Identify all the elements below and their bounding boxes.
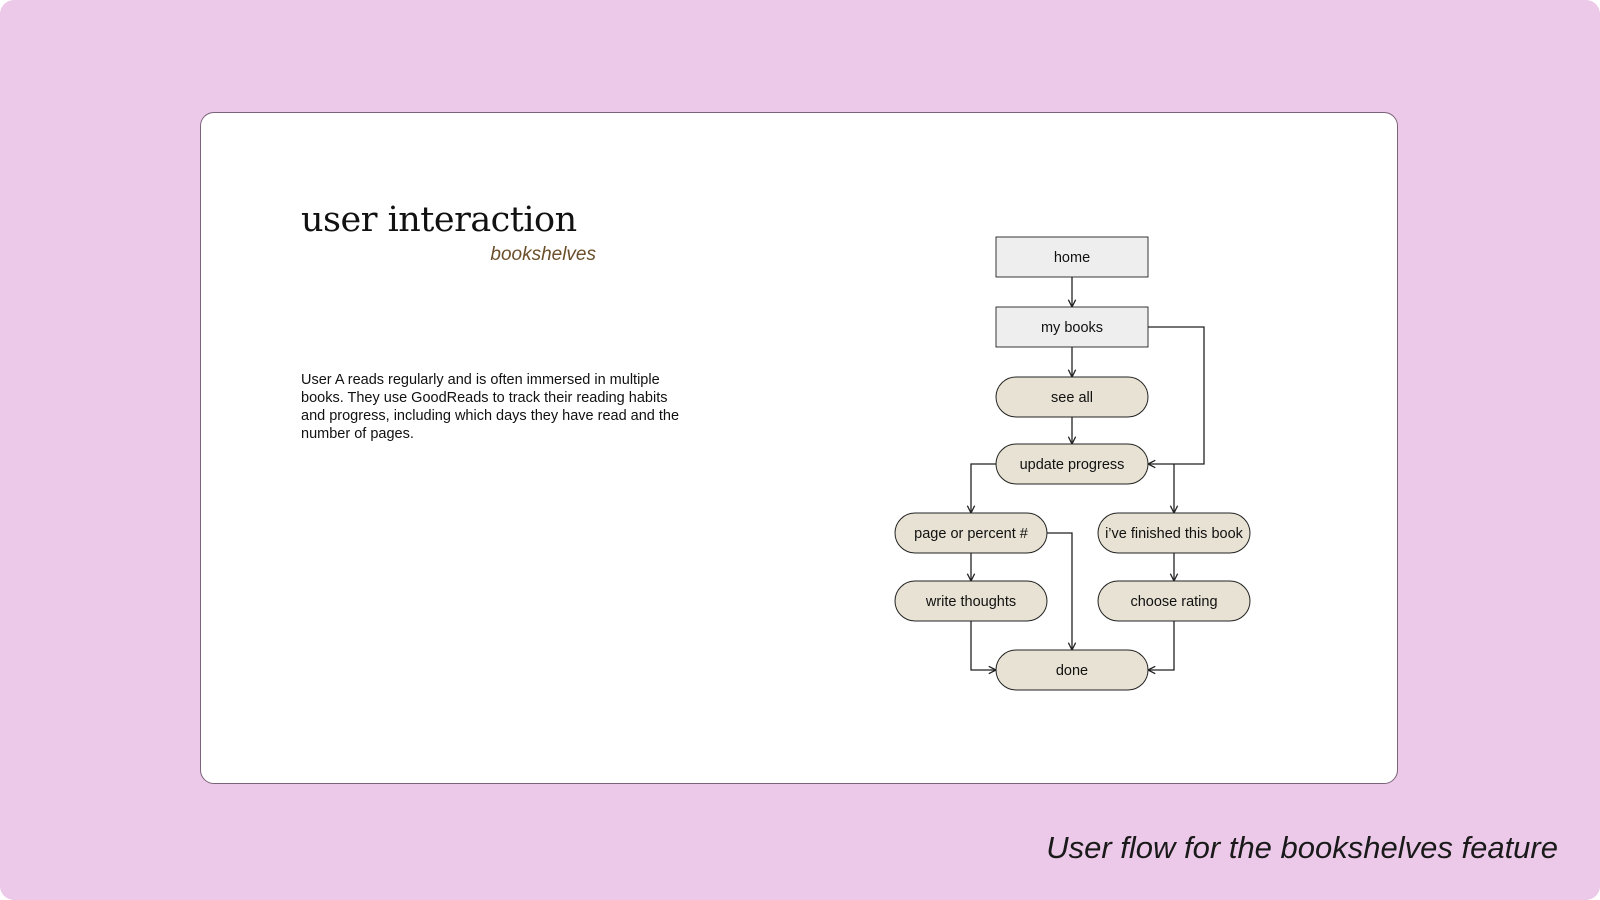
flow-node-shape-finished-book (1097, 512, 1251, 554)
flow-node-label-write-thoughts: write thoughts (925, 594, 1016, 610)
flow-node-see-all: see all (995, 376, 1149, 418)
flow-edge-page-or-percent-to-done (1047, 532, 1072, 650)
flow-node-write-thoughts: write thoughts (894, 580, 1048, 622)
flow-node-done: done (995, 649, 1149, 691)
flow-node-label-done: done (1056, 663, 1088, 679)
flow-node-label-choose-rating: choose rating (1130, 594, 1217, 610)
flow-edge-write-thoughts-to-done (970, 621, 996, 670)
flow-node-shape-update-progress (995, 443, 1149, 485)
flow-node-shape-choose-rating (1097, 580, 1251, 622)
flow-node-my-books: my books (995, 306, 1149, 348)
flow-node-shape-page-or-percent (894, 512, 1048, 554)
flow-node-choose-rating: choose rating (1097, 580, 1251, 622)
slide-title: user interaction (301, 200, 577, 240)
figure-caption: User flow for the bookshelves feature (1046, 830, 1558, 865)
flow-node-label-see-all: see all (1051, 390, 1093, 406)
flow-node-label-my-books: my books (1041, 320, 1103, 336)
slide-card (200, 112, 1398, 784)
flow-node-home: home (995, 236, 1149, 278)
flow-edge-choose-rating-to-done (1148, 621, 1175, 670)
flow-node-shape-done (995, 649, 1149, 691)
flow-node-shape-see-all (995, 376, 1149, 418)
flow-node-label-finished-book: i’ve finished this book (1105, 526, 1244, 542)
flow-node-update-progress: update progress (995, 443, 1149, 485)
flow-edge-update-progress-to-page-or-percent (971, 463, 996, 513)
flow-nodes: home my books see all update progress page o… (894, 236, 1251, 691)
flow-node-shape-home (995, 236, 1149, 278)
flow-node-page-or-percent: page or percent # (894, 512, 1048, 554)
flow-node-label-update-progress: update progress (1020, 457, 1125, 473)
flow-node-shape-write-thoughts (894, 580, 1048, 622)
flow-edge-my-books-to-update-progress (1148, 326, 1205, 464)
flow-edges (970, 277, 1205, 670)
flow-node-finished-book: i’ve finished this book (1097, 512, 1251, 554)
slide-subtitle: bookshelves (490, 244, 596, 265)
flow-node-label-home: home (1054, 250, 1090, 266)
flow-node-shape-my-books (995, 306, 1149, 348)
flow-node-label-page-or-percent: page or percent # (914, 526, 1028, 542)
persona-description: User A reads regularly and is often imme… (301, 372, 680, 442)
